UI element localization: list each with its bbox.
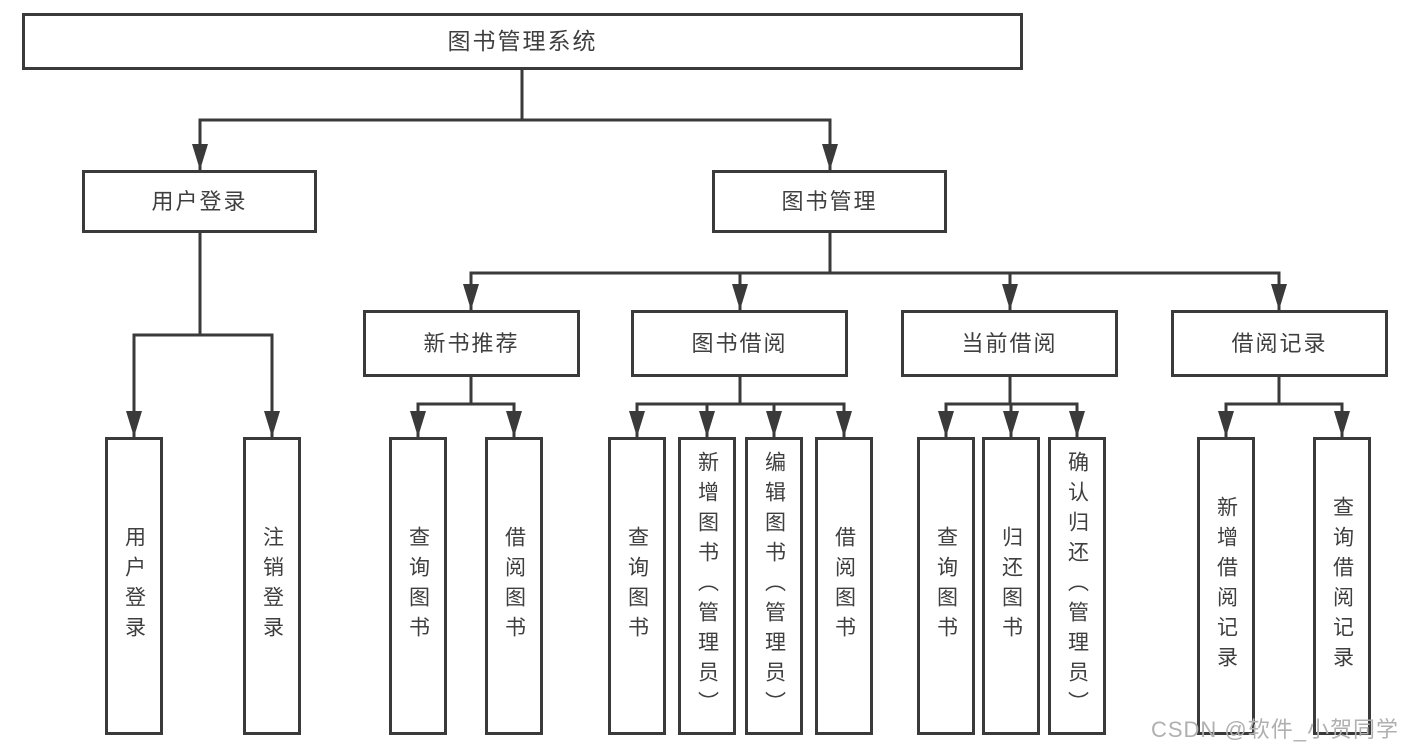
- node-label: 借阅记录: [1231, 330, 1328, 356]
- node-label: 查询图书: [625, 526, 649, 646]
- node-label: 新增图书（管理员）: [695, 451, 719, 721]
- node-label: 新增借阅记录: [1214, 496, 1238, 676]
- leaf-records-add-borrow-record: 新增借阅记录: [1197, 437, 1255, 735]
- leaf-current-return-books: 归还图书: [982, 437, 1040, 735]
- node-book-management: 图书管理: [712, 170, 947, 233]
- leaf-bookborrow-query-books: 查询图书: [608, 437, 666, 735]
- leaf-user-login: 用户登录: [105, 437, 163, 735]
- leaf-current-confirm-return-admin: 确认归还（管理员）: [1048, 437, 1106, 735]
- node-label: 当前借阅: [961, 330, 1058, 356]
- leaf-logout: 注销登录: [243, 437, 301, 735]
- connector-current-borrow-children: [938, 375, 1085, 439]
- node-label: 新书推荐: [423, 330, 520, 356]
- connector-root-to-level2: [192, 68, 838, 172]
- node-root: 图书管理系统: [22, 13, 1023, 70]
- leaf-newbook-query-books: 查询图书: [389, 437, 447, 735]
- node-label: 用户登录: [122, 526, 146, 646]
- connector-borrow-records-children: [1218, 375, 1350, 439]
- node-new-book-recommend: 新书推荐: [363, 310, 580, 377]
- connector-user-login-children: [126, 231, 280, 439]
- node-book-borrow: 图书借阅: [631, 310, 848, 377]
- node-label: 查询图书: [406, 526, 430, 646]
- leaf-bookborrow-edit-books-admin: 编辑图书（管理员）: [745, 437, 803, 735]
- node-label: 确认归还（管理员）: [1065, 451, 1089, 721]
- leaf-records-query-borrow-record: 查询借阅记录: [1313, 437, 1371, 735]
- node-label: 查询图书: [934, 526, 958, 646]
- node-label: 查询借阅记录: [1330, 496, 1354, 676]
- node-current-borrow: 当前借阅: [901, 310, 1118, 377]
- node-label: 借阅图书: [502, 526, 526, 646]
- connector-book-borrow-children: [629, 375, 852, 439]
- leaf-bookborrow-borrow-books: 借阅图书: [815, 437, 873, 735]
- node-label: 图书管理系统: [447, 28, 598, 54]
- leaf-newbook-borrow-books: 借阅图书: [485, 437, 543, 735]
- node-label: 借阅图书: [832, 526, 856, 646]
- node-borrow-records: 借阅记录: [1171, 310, 1388, 377]
- node-label: 编辑图书（管理员）: [762, 451, 786, 721]
- connector-new-book-children: [410, 375, 522, 439]
- node-label: 图书管理: [781, 188, 878, 214]
- connector-book-management-children: [463, 231, 1287, 312]
- node-label: 图书借阅: [691, 330, 788, 356]
- node-label: 用户登录: [151, 188, 248, 214]
- node-label: 注销登录: [260, 526, 284, 646]
- leaf-bookborrow-add-books-admin: 新增图书（管理员）: [678, 437, 736, 735]
- node-label: 归还图书: [999, 526, 1023, 646]
- node-user-login: 用户登录: [82, 170, 317, 233]
- watermark: CSDN @软件_小贺同学: [1150, 717, 1399, 742]
- leaf-current-query-books: 查询图书: [917, 437, 975, 735]
